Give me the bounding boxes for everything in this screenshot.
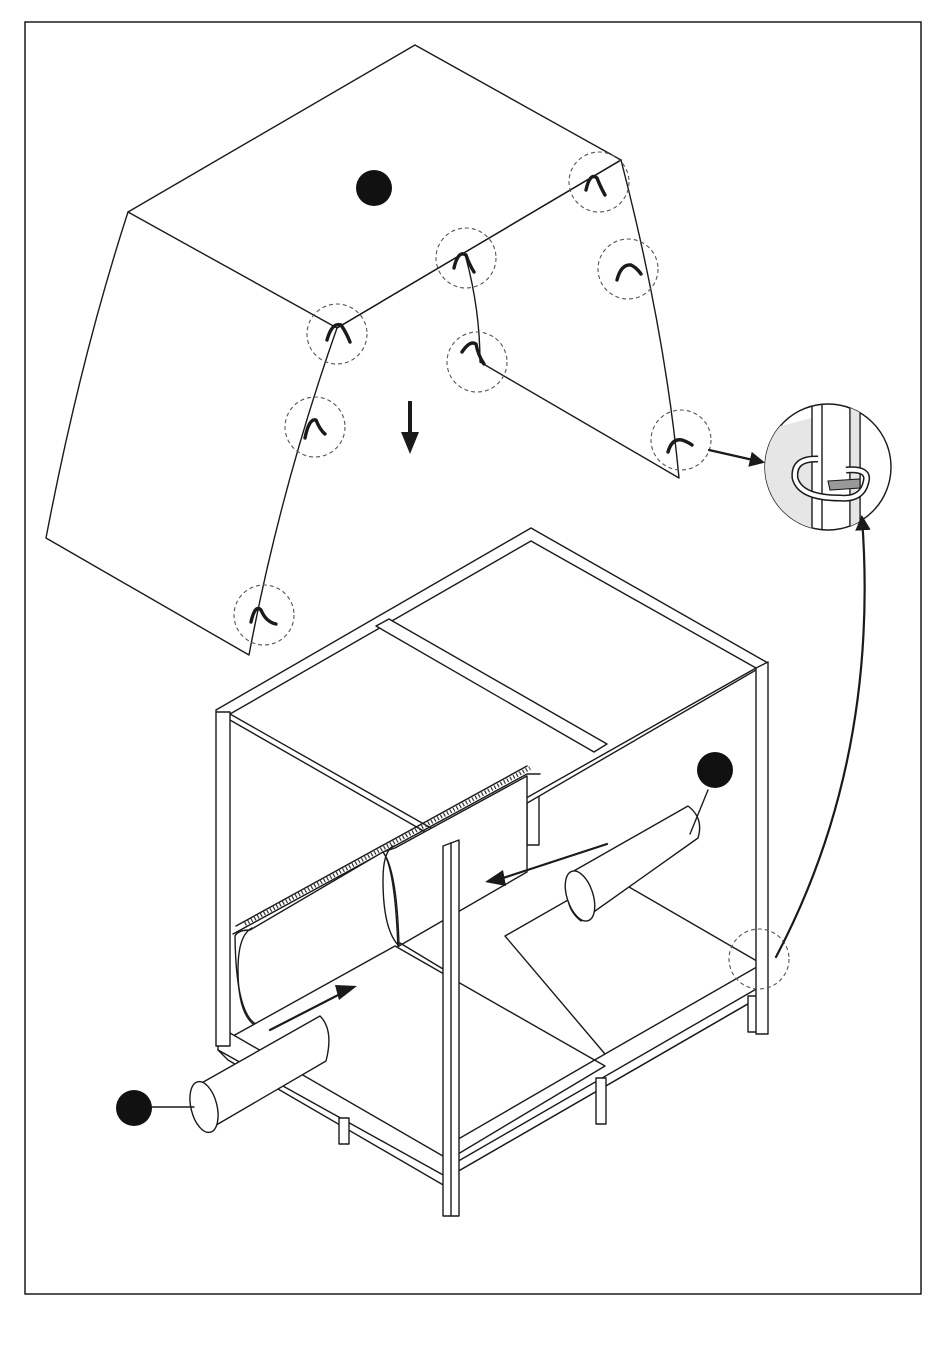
step-marker-canopy (356, 170, 392, 206)
hook-detail (765, 400, 891, 540)
canopy-hook (436, 228, 496, 288)
canopy-hook (447, 332, 507, 392)
canopy-left-drape (46, 212, 337, 655)
hook-detail-leader (709, 450, 762, 462)
frame-foot (339, 1118, 349, 1144)
canopy-cover (46, 45, 711, 655)
place-canopy-down-arrow (401, 401, 419, 454)
canopy-hook (651, 410, 711, 470)
step-marker-bolster-left (116, 1090, 152, 1126)
canopy-hook (569, 152, 629, 212)
hook-detail-callout-arrow (776, 518, 865, 957)
canopy-hook (285, 397, 345, 457)
canopy-hook (307, 304, 367, 364)
canopy-back-drape (466, 160, 679, 478)
canopy-hook (234, 585, 294, 645)
canopy-hook (598, 239, 658, 299)
back-front-right-post (756, 662, 768, 1034)
frame-foot (596, 1078, 606, 1124)
step-marker-bolster-right (697, 752, 733, 788)
front-left-post (216, 712, 230, 1046)
